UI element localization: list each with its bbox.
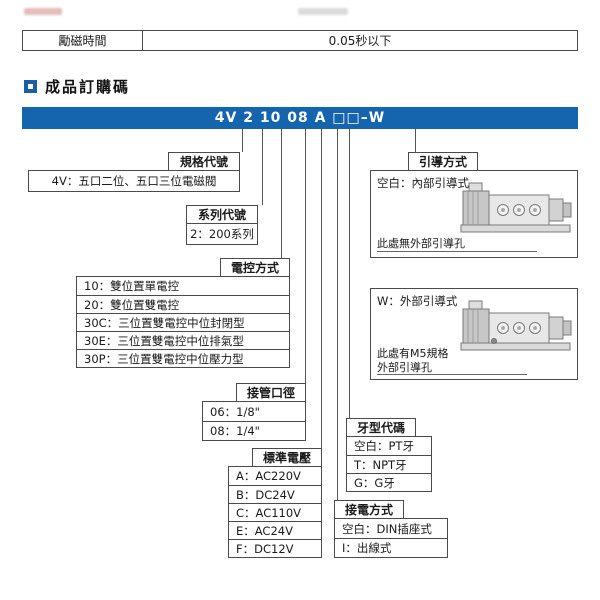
group-label-thread: 牙型代碼 xyxy=(346,418,416,437)
code-option-row: F：DC12V xyxy=(229,539,321,557)
connector-line-pilot xyxy=(415,129,416,152)
group-label-series: 系列代號 xyxy=(186,205,258,224)
connector-line-spec xyxy=(242,129,243,152)
code-option-row: E：AC24V xyxy=(229,521,321,539)
group-label-port: 接管口徑 xyxy=(236,383,306,402)
code-option-row: 08：1/4" xyxy=(203,421,305,440)
group-label-voltage: 標準電壓 xyxy=(252,448,322,467)
pilot-external-caption-line1: 此處有M5規格 xyxy=(377,347,449,360)
group-label-wiring: 接電方式 xyxy=(334,500,404,519)
group-label-pilot: 引導方式 xyxy=(408,152,478,171)
code-option-row: 06：1/8" xyxy=(210,404,260,419)
pilot-external-caption-line2: 外部引導孔 xyxy=(377,361,432,374)
group-box-wiring: 空白：DIN插座式 I：出線式 xyxy=(334,518,448,558)
group-box-series: 2：200系列 xyxy=(186,223,258,245)
code-option-row: T：NPT牙 xyxy=(347,455,431,473)
connector-line-control xyxy=(281,129,282,258)
valve-internal-pilot-image xyxy=(460,182,572,233)
code-option-row: 10：雙位置單電控 xyxy=(84,279,180,293)
group-box-voltage: A：AC220V B：DC24V C：AC110V E：AC24V F：DC12… xyxy=(228,466,322,558)
order-code-text: 4V 2 10 08 A □□–W xyxy=(214,110,386,126)
code-option-row: B：DC24V xyxy=(229,485,321,503)
group-box-thread: 空白：PT牙 T：NPT牙 G：G牙 xyxy=(346,436,432,492)
code-option-row: I：出線式 xyxy=(335,538,447,557)
valve-external-pilot-image xyxy=(460,300,572,351)
clipped-text-artifact xyxy=(298,8,348,15)
code-option-row: 4V：五口二位、五口三位電磁閥 xyxy=(51,174,217,188)
connector-line-series xyxy=(262,129,263,205)
pilot-internal-box: 空白：內部引導式 此處無外部引導孔 xyxy=(370,170,578,258)
spec-row-value: 0.05秒以下 xyxy=(328,34,392,48)
connector-line-thread xyxy=(349,129,350,418)
pilot-internal-title: 空白：內部引導式 xyxy=(377,176,469,190)
code-option-row: 空白：PT牙 xyxy=(354,439,414,453)
group-box-port: 06：1/8" 08：1/4" xyxy=(202,401,306,441)
pilot-internal-caption: 此處無外部引導孔 xyxy=(377,237,465,250)
group-label-spec: 規格代號 xyxy=(168,152,240,171)
order-code-banner: 4V 2 10 08 A □□–W xyxy=(22,107,578,129)
code-option-row: 2：200系列 xyxy=(190,227,254,241)
spec-table: 勵磁時間 0.05秒以下 xyxy=(22,30,578,51)
code-option-row: 20：雙位置雙電控 xyxy=(77,295,289,313)
connector-line-port xyxy=(305,129,306,383)
connector-line-wiring xyxy=(337,129,338,500)
section-bullet-icon xyxy=(24,79,37,93)
code-option-row: 30C：三位置雙電控中位封閉型 xyxy=(77,313,289,331)
code-option-row: G：G牙 xyxy=(347,473,431,491)
caption-leader-line xyxy=(377,374,527,375)
group-box-spec: 4V：五口二位、五口三位電磁閥 xyxy=(28,170,240,192)
code-option-row: 30P：三位置雙電控中位壓力型 xyxy=(77,349,289,367)
clipped-text-artifact xyxy=(24,8,62,15)
section-header: 成品訂購碼 xyxy=(24,77,131,96)
code-option-row: C：AC110V xyxy=(229,503,321,521)
caption-leader-line xyxy=(377,251,537,252)
code-option-row: 空白：DIN插座式 xyxy=(342,521,432,536)
group-label-control: 電控方式 xyxy=(220,258,290,277)
spec-row-label: 勵磁時間 xyxy=(23,31,143,50)
pilot-external-title: W：外部引導式 xyxy=(377,294,458,308)
group-box-control: 10：雙位置單電控 20：雙位置雙電控 30C：三位置雙電控中位封閉型 30E：… xyxy=(76,276,290,368)
pilot-external-box: W：外部引導式 此處有M5規格 外部引導孔 xyxy=(370,288,578,380)
section-title: 成品訂購碼 xyxy=(45,77,131,96)
connector-line-voltage xyxy=(321,129,322,448)
code-option-row: A：AC220V xyxy=(236,469,301,483)
code-option-row: 30E：三位置雙電控中位排氣型 xyxy=(77,331,289,349)
